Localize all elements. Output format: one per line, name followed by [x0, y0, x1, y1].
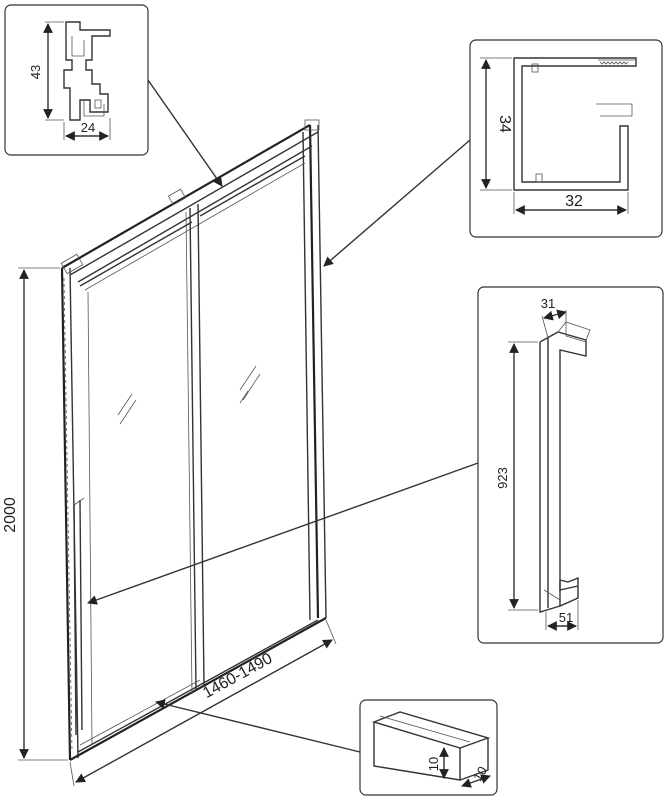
side-profile-callout: 34 32	[469, 39, 663, 238]
handle-top-width-label: 31	[541, 296, 555, 311]
handle-length-label: 923	[495, 467, 510, 489]
bottom-block-leader	[155, 699, 361, 753]
width-label: 1460-1490	[200, 650, 275, 702]
top-profile-leader	[147, 79, 223, 187]
height-dimension: 2000	[2, 267, 68, 761]
height-label: 2000	[2, 497, 19, 533]
shower-door	[60, 119, 327, 761]
handle-bottom-width-label: 51	[559, 610, 573, 625]
bottom-block-height-label: 10	[426, 757, 441, 771]
side-profile-leader	[323, 139, 471, 267]
bottom-block-callout: 10 10	[359, 699, 498, 796]
handle-callout: 923 31 51	[477, 286, 664, 644]
top-profile-callout: 43 24	[4, 4, 149, 156]
side-profile-width-label: 32	[565, 193, 583, 210]
side-profile-height-label: 34	[496, 115, 513, 133]
top-profile-height-label: 43	[28, 65, 43, 79]
top-profile-width-label: 24	[81, 120, 95, 135]
bottom-block-width-label: 10	[470, 764, 490, 784]
handle-leader	[87, 462, 479, 605]
